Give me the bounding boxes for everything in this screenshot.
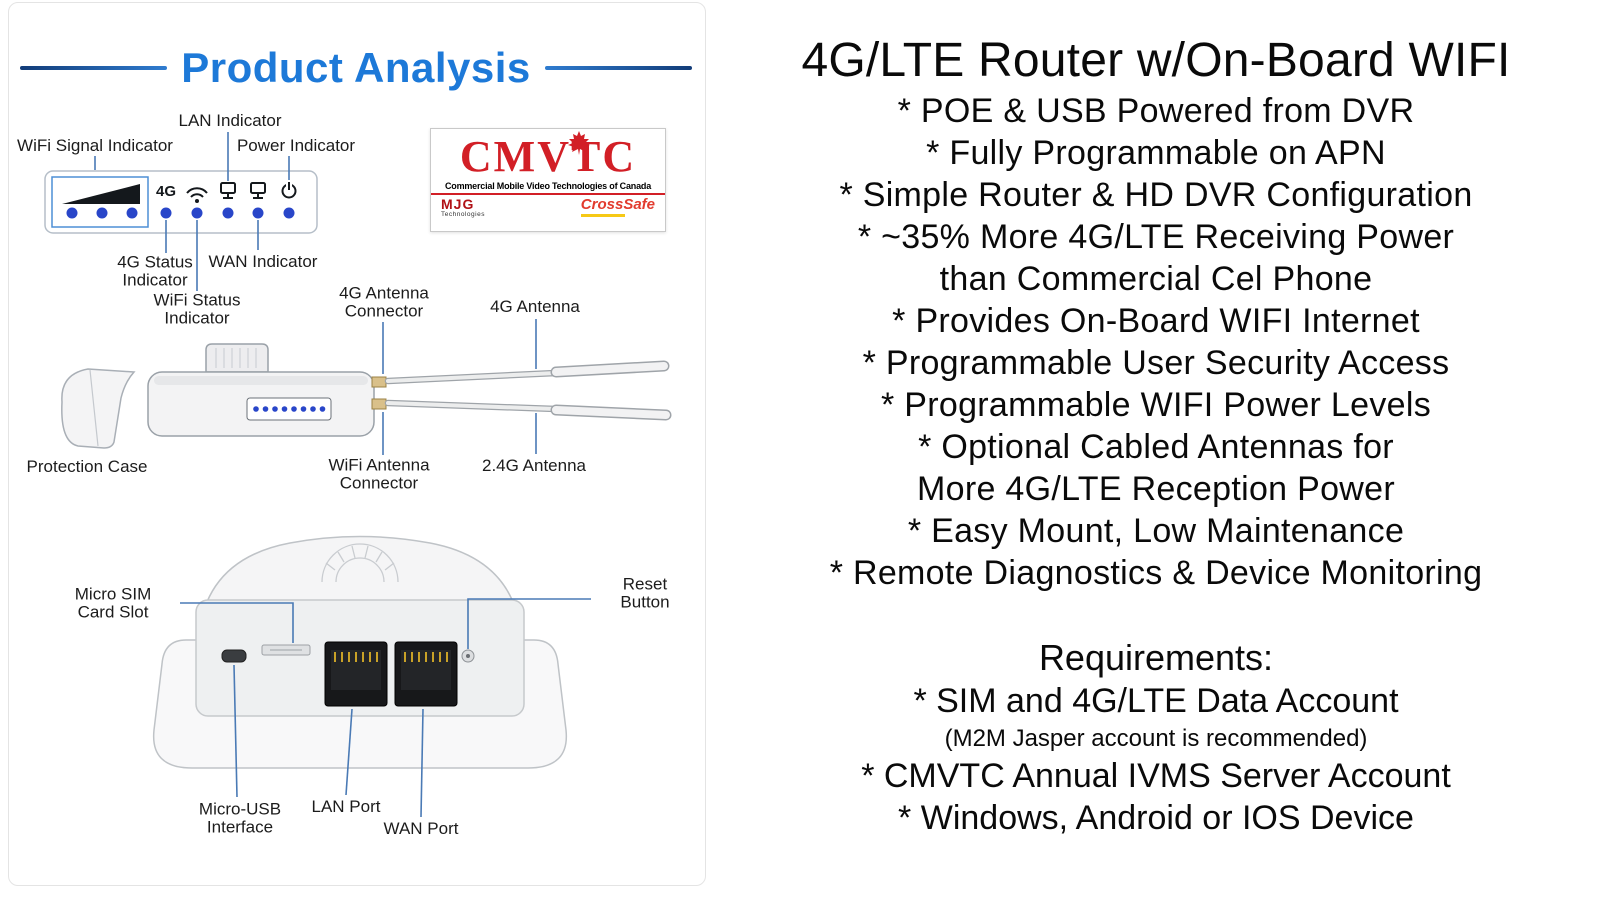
feature-line-continuation: More 4G/LTE Reception Power <box>916 470 1395 508</box>
diagram-frame <box>8 2 706 886</box>
label-lan-indicator: LAN Indicator <box>178 110 282 130</box>
product-title: 4G/LTE Router w/On-Board WIFI <box>801 34 1511 87</box>
page-title: Product Analysis <box>181 44 531 91</box>
side-led-window <box>246 397 332 421</box>
cmvtc-tagline: Commercial Mobile Video Technologies of … <box>431 181 665 195</box>
mjg-sub-text: Technologies <box>441 211 485 218</box>
led-dot <box>160 207 172 219</box>
feature-line: * Remote Diagnostics & Device Monitoring <box>829 554 1483 592</box>
logo-bottom-row: MJG Technologies CrossSafe <box>431 195 665 218</box>
led-dot <box>283 207 295 219</box>
feature-line: * Programmable WIFI Power Levels <box>881 386 1431 424</box>
cmvtc-logo: CMVTC Commercial Mobile Video Technologi… <box>430 128 666 232</box>
4g-antenna <box>384 360 670 385</box>
label-micro-usb-interface: Micro-USB Interface <box>198 799 282 837</box>
feature-line: * POE & USB Powered from DVR <box>897 92 1415 130</box>
title-decor-line-left <box>20 66 168 70</box>
router-side-view <box>61 343 672 449</box>
requirements-heading: Requirements: <box>1038 637 1274 678</box>
router-bottom-view <box>152 535 568 769</box>
4g-antenna-connector <box>371 376 387 388</box>
micro-usb-port <box>221 649 247 663</box>
label-4g-status-indicator: 4G Status Indicator <box>117 252 193 290</box>
label-power-indicator: Power Indicator <box>236 135 356 155</box>
feature-line-continuation: than Commercial Cel Phone <box>939 260 1373 298</box>
lan-monitor-icon <box>220 182 236 199</box>
lan-port-jack <box>324 641 388 707</box>
label-4g-antenna-connector: 4G Antenna Connector <box>339 283 429 321</box>
side-view-callout-lines <box>382 319 537 455</box>
label-wifi-signal-indicator: WiFi Signal Indicator <box>17 135 173 155</box>
side-led-row <box>253 406 326 412</box>
feature-line: * ~35% More 4G/LTE Receiving Power <box>857 218 1455 256</box>
mjg-text: MJG <box>441 196 475 212</box>
title-decor-line-right <box>544 66 693 70</box>
label-wifi-antenna-connector: WiFi Antenna Connector <box>328 455 430 493</box>
indicator-panel: 4G <box>44 170 318 234</box>
mount-bracket <box>205 343 269 373</box>
feature-line: * Programmable User Security Access <box>862 344 1450 382</box>
requirement-line: * CMVTC Annual IVMS Server Account <box>861 757 1451 795</box>
signal-strength-icon <box>62 184 140 204</box>
led-dot <box>126 207 138 219</box>
router-diagram: 4G <box>44 132 672 818</box>
2-4g-antenna <box>384 399 672 421</box>
label-lan-port: LAN Port <box>311 796 381 816</box>
led-dot <box>252 207 264 219</box>
crosssafe-text: CrossSafe <box>580 196 655 213</box>
protection-case <box>61 368 136 449</box>
4g-label: 4G <box>156 183 176 200</box>
wifi-antenna-connector <box>371 398 387 410</box>
led-row <box>66 207 295 219</box>
label-wifi-status-indicator: WiFi Status Indicator <box>153 290 241 328</box>
label-micro-sim-card-slot: Micro SIM Card Slot <box>74 584 152 622</box>
power-icon <box>281 182 297 199</box>
indicator-callout-lines <box>94 132 290 291</box>
reset-button-hole <box>461 649 475 663</box>
wan-monitor-icon <box>250 182 266 199</box>
requirement-line: * SIM and 4G/LTE Data Account <box>913 682 1399 720</box>
cmvtc-logo-text: CMVTC <box>459 132 637 181</box>
label-4g-antenna: 4G Antenna <box>490 296 580 316</box>
led-dot <box>66 207 78 219</box>
label-2-4g-antenna: 2.4G Antenna <box>482 455 586 475</box>
crosssafe-accent <box>580 214 625 217</box>
feature-line: * Fully Programmable on APN <box>926 134 1386 172</box>
maple-leaf-icon <box>568 131 590 155</box>
label-wan-port: WAN Port <box>383 818 459 838</box>
label-wan-indicator: WAN Indicator <box>208 251 318 271</box>
feature-line: * Optional Cabled Antennas for <box>918 428 1394 466</box>
sim-slot <box>261 644 311 656</box>
ridged-cap <box>321 543 399 583</box>
feature-line: * Easy Mount, Low Maintenance <box>907 512 1405 550</box>
led-dot <box>191 207 203 219</box>
product-analysis-panel: Product Analysis 4G <box>0 0 712 900</box>
feature-line: * Simple Router & HD DVR Configuration <box>839 176 1473 214</box>
wifi-signal-group-outline <box>51 176 149 228</box>
requirement-line: * Windows, Android or IOS Device <box>898 799 1414 837</box>
wifi-icon <box>186 187 208 203</box>
wan-port-jack <box>394 641 458 707</box>
bottom-view-callout-lines <box>180 598 591 818</box>
title-row: Product Analysis <box>20 42 693 94</box>
crosssafe-logo: CrossSafe <box>580 196 655 217</box>
led-dot <box>222 207 234 219</box>
mjg-logo: MJG Technologies <box>441 197 485 218</box>
requirement-note: (M2M Jasper account is recommended) <box>944 725 1368 752</box>
label-protection-case: Protection Case <box>26 456 148 476</box>
feature-text-panel: 4G/LTE Router w/On-Board WIFI * POE & US… <box>712 0 1600 900</box>
label-reset-button: Reset Button <box>620 574 670 612</box>
led-dot <box>96 207 108 219</box>
feature-line: * Provides On-Board WIFI Internet <box>892 302 1420 340</box>
